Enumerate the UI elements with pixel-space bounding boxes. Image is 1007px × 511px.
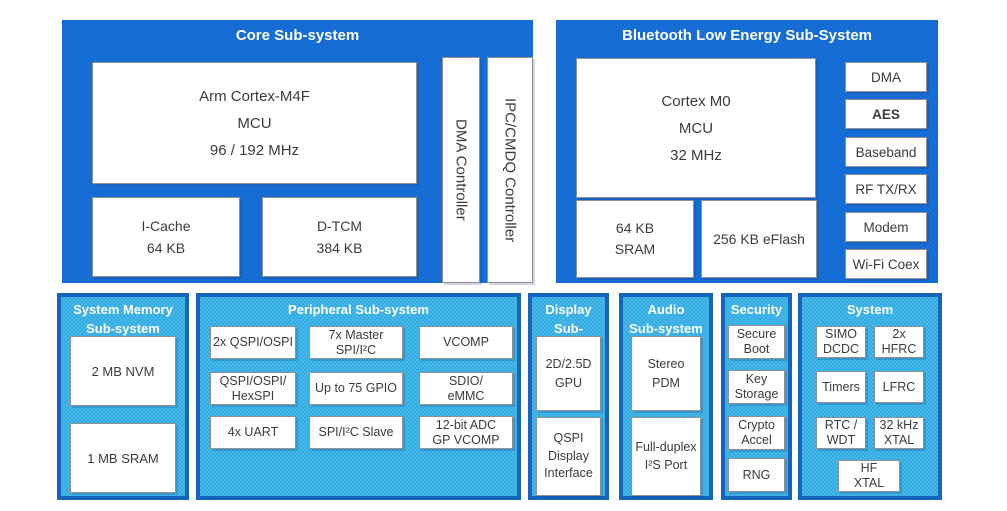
block-ipc-cmdq-controller: IPC/CMDQ Controller xyxy=(487,57,533,283)
block-key-storage: Key Storage xyxy=(728,370,785,404)
block-4x-uart: 4x UART xyxy=(210,416,296,449)
block-qspi-ospi-hexspi: QSPI/OSPI/ HexSPI xyxy=(210,372,296,405)
core-subsystem-panel: Core Sub-system Arm Cortex-M4F MCU 96 / … xyxy=(62,20,533,283)
block-2d-gpu: 2D/2.5D GPU xyxy=(536,336,601,411)
block-timers: Timers xyxy=(816,371,866,403)
block-full-duplex-i2s-port: Full-duplex I²S Port xyxy=(631,417,701,496)
block-32khz-xtal: 32 kHz XTAL xyxy=(874,417,924,449)
block-up-to-75-gpio: Up to 75 GPIO xyxy=(309,372,403,405)
block-ble-wifi-coex: Wi-Fi Coex xyxy=(845,249,927,279)
ble-subsystem-title: Bluetooth Low Energy Sub-System xyxy=(621,27,873,44)
core-subsystem-title: Core Sub-system xyxy=(235,27,360,44)
block-ble-baseband: Baseband xyxy=(845,137,927,167)
system-subsystem-title: System xyxy=(846,302,894,317)
display-subsystem-panel: Display Sub-system 2D/2.5D GPU QSPI Disp… xyxy=(528,293,609,500)
peripheral-subsystem-panel: Peripheral Sub-system 2x QSPI/OSPI 7x Ma… xyxy=(196,293,521,500)
block-7x-master-spi-i2c: 7x Master SPI/I²C xyxy=(309,326,403,359)
block-ble-modem: Modem xyxy=(845,212,927,242)
block-dma-controller: DMA Controller xyxy=(442,57,480,283)
security-subsystem-title: Security xyxy=(730,302,783,317)
block-ble-sram: 64 KB SRAM xyxy=(576,200,694,278)
block-ble-aes: AES xyxy=(845,99,927,129)
block-ble-eflash: 256 KB eFlash xyxy=(701,200,817,278)
peripheral-subsystem-title: Peripheral Sub-system xyxy=(288,302,429,317)
block-ble-dma: DMA xyxy=(845,62,927,92)
block-1mb-sram: 1 MB SRAM xyxy=(70,423,176,493)
block-simo-dcdc: SIMO DCDC xyxy=(816,326,866,358)
system-memory-subsystem-panel: System Memory Sub-system 2 MB NVM 1 MB S… xyxy=(57,293,189,500)
block-crypto-accel: Crypto Accel xyxy=(728,416,785,450)
block-rtc-wdt: RTC / WDT xyxy=(816,417,866,449)
block-12bit-adc-gp-vcomp: 12-bit ADC GP VCOMP xyxy=(419,416,513,449)
block-secure-boot: Secure Boot xyxy=(728,325,785,359)
ble-subsystem-panel: Bluetooth Low Energy Sub-System Cortex M… xyxy=(556,20,938,283)
block-2x-qspi-ospi: 2x QSPI/OSPI xyxy=(210,326,296,359)
block-qspi-display-interface: QSPI Display Interface xyxy=(536,417,601,496)
block-ble-rf-tx-rx: RF TX/RX xyxy=(845,174,927,204)
security-subsystem-panel: Security Secure Boot Key Storage Crypto … xyxy=(721,293,792,500)
block-arm-cortex-m4f-mcu: Arm Cortex-M4F MCU 96 / 192 MHz xyxy=(92,62,417,184)
block-rng: RNG xyxy=(728,458,785,492)
block-lfrc: LFRC xyxy=(874,371,924,403)
block-sdio-emmc: SDIO/ eMMC xyxy=(419,372,513,405)
block-vcomp: VCOMP xyxy=(419,326,513,359)
block-cortex-m0-mcu: Cortex M0 MCU 32 MHz xyxy=(576,58,816,198)
block-hf-xtal: HF XTAL xyxy=(838,460,900,492)
block-2x-hfrc: 2x HFRC xyxy=(874,326,924,358)
system-memory-subsystem-title: System Memory Sub-system xyxy=(73,302,173,336)
block-icache: I-Cache 64 KB xyxy=(92,197,240,277)
audio-subsystem-panel: Audio Sub-system Stereo PDM Full-duplex … xyxy=(619,293,713,500)
system-subsystem-panel: System SIMO DCDC 2x HFRC Timers LFRC RTC… xyxy=(798,293,942,500)
block-2mb-nvm: 2 MB NVM xyxy=(70,336,176,406)
block-spi-i2c-slave: SPI/I²C Slave xyxy=(309,416,403,449)
block-dtcm: D-TCM 384 KB xyxy=(262,197,417,277)
block-stereo-pdm: Stereo PDM xyxy=(631,336,701,411)
audio-subsystem-title: Audio Sub-system xyxy=(629,302,703,336)
